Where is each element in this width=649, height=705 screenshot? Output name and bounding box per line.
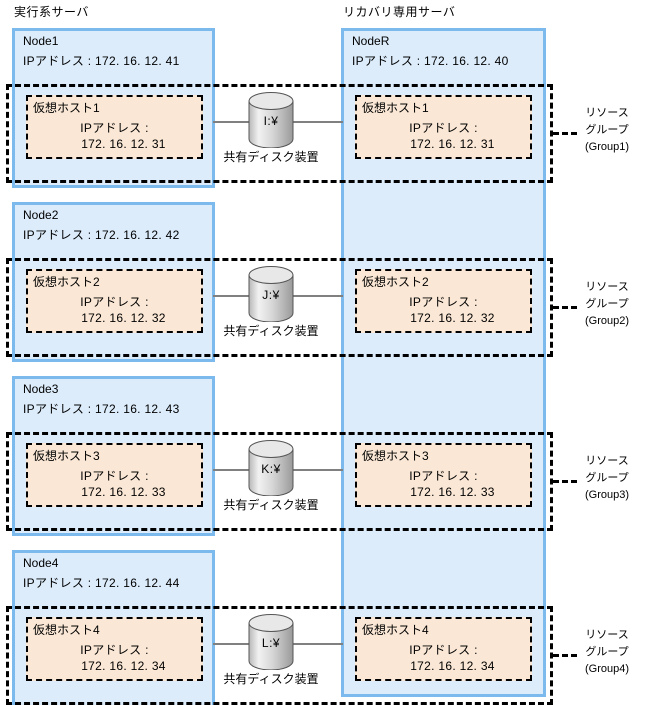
recovery-virtual-host-ip-label-3: IPアドレス : — [409, 469, 478, 483]
resource-group-label-2: リソース グループ (Group2) — [569, 279, 645, 330]
node-ip-4: IPアドレス : 172. 16. 12. 44 — [23, 576, 180, 590]
disk-drive-label-3: K:¥ — [261, 462, 281, 476]
recovery-virtual-host-ip-label-1: IPアドレス : — [409, 121, 478, 135]
recovery-virtual-host-box-1[interactable]: 仮想ホスト1 IPアドレス : 172. 16. 12. 31 — [355, 95, 532, 159]
resource-group-label-3-line3: (Group3) — [584, 489, 630, 501]
resource-group-label-4-line1: リソース — [585, 629, 629, 641]
disk-drive-label-2: J:¥ — [262, 288, 280, 302]
recovery-virtual-host-name-4: 仮想ホスト4 — [362, 623, 429, 637]
disk-connector-left-2 — [213, 295, 251, 297]
shared-disk-icon-3 — [248, 440, 294, 497]
virtual-host-ip-value-2: 172. 16. 12. 32 — [81, 311, 166, 325]
node-ip-3: IPアドレス : 172. 16. 12. 43 — [23, 402, 180, 416]
virtual-host-ip-value-3: 172. 16. 12. 33 — [81, 485, 166, 499]
virtual-host-ip-value-4: 172. 16. 12. 34 — [81, 659, 166, 673]
disk-caption-4: 共有ディスク装置 — [223, 672, 319, 686]
recovery-node-ip: IPアドレス : 172. 16. 12. 40 — [352, 54, 509, 68]
resource-group-label-4-line2: グループ — [585, 646, 629, 658]
resource-group-leader-4 — [553, 654, 577, 657]
disk-connector-right-2 — [291, 295, 343, 297]
node-title-3: Node3 — [23, 382, 59, 396]
active-server-header: 実行系サーバ — [14, 5, 89, 19]
recovery-virtual-host-ip-value-1: 172. 16. 12. 31 — [410, 137, 495, 151]
recovery-virtual-host-ip-value-4: 172. 16. 12. 34 — [410, 659, 495, 673]
resource-group-label-1-line3: (Group1) — [584, 141, 630, 153]
disk-connector-left-1 — [213, 121, 251, 123]
node-title-1: Node1 — [23, 34, 59, 48]
recovery-virtual-host-ip-label-2: IPアドレス : — [409, 295, 478, 309]
virtual-host-name-2: 仮想ホスト2 — [33, 275, 100, 289]
resource-group-label-2-line3: (Group2) — [584, 315, 630, 327]
shared-disk-icon-2 — [248, 266, 294, 323]
virtual-host-box-4[interactable]: 仮想ホスト4 IPアドレス : 172. 16. 12. 34 — [26, 617, 203, 681]
virtual-host-ip-label-4: IPアドレス : — [80, 643, 149, 657]
resource-group-label-4-line3: (Group4) — [584, 663, 630, 675]
recovery-node-title: NodeR — [352, 34, 390, 48]
resource-group-label-1: リソース グループ (Group1) — [569, 105, 645, 156]
virtual-host-ip-value-1: 172. 16. 12. 31 — [81, 137, 166, 151]
disk-connector-right-3 — [291, 469, 343, 471]
recovery-virtual-host-ip-value-3: 172. 16. 12. 33 — [410, 485, 495, 499]
disk-caption-2: 共有ディスク装置 — [223, 324, 319, 338]
shared-disk-icon-1 — [248, 92, 294, 149]
node-title-2: Node2 — [23, 208, 59, 222]
recovery-virtual-host-box-3[interactable]: 仮想ホスト3 IPアドレス : 172. 16. 12. 33 — [355, 443, 532, 507]
virtual-host-name-4: 仮想ホスト4 — [33, 623, 100, 637]
disk-connector-right-4 — [291, 643, 343, 645]
virtual-host-name-3: 仮想ホスト3 — [33, 449, 100, 463]
recovery-server-header: リカバリ専用サーバ — [343, 5, 456, 19]
resource-group-label-2-line2: グループ — [585, 298, 629, 310]
virtual-host-ip-label-3: IPアドレス : — [80, 469, 149, 483]
resource-group-leader-2 — [553, 306, 577, 309]
recovery-virtual-host-name-1: 仮想ホスト1 — [362, 101, 429, 115]
recovery-virtual-host-box-4[interactable]: 仮想ホスト4 IPアドレス : 172. 16. 12. 34 — [355, 617, 532, 681]
disk-caption-3: 共有ディスク装置 — [223, 498, 319, 512]
shared-disk-icon-4 — [248, 614, 294, 671]
disk-connector-left-4 — [213, 643, 251, 645]
disk-connector-right-1 — [291, 121, 343, 123]
virtual-host-box-3[interactable]: 仮想ホスト3 IPアドレス : 172. 16. 12. 33 — [26, 443, 203, 507]
resource-group-label-1-line1: リソース — [585, 107, 629, 119]
disk-caption-1: 共有ディスク装置 — [223, 150, 319, 164]
virtual-host-box-1[interactable]: 仮想ホスト1 IPアドレス : 172. 16. 12. 31 — [26, 95, 203, 159]
virtual-host-ip-label-1: IPアドレス : — [80, 121, 149, 135]
resource-group-label-3-line1: リソース — [585, 455, 629, 467]
node-ip-1: IPアドレス : 172. 16. 12. 41 — [23, 54, 180, 68]
recovery-virtual-host-name-3: 仮想ホスト3 — [362, 449, 429, 463]
virtual-host-ip-label-2: IPアドレス : — [80, 295, 149, 309]
resource-group-label-3: リソース グループ (Group3) — [569, 453, 645, 504]
virtual-host-box-2[interactable]: 仮想ホスト2 IPアドレス : 172. 16. 12. 32 — [26, 269, 203, 333]
resource-group-label-4: リソース グループ (Group4) — [569, 627, 645, 678]
disk-drive-label-1: I:¥ — [263, 114, 279, 128]
disk-drive-label-4: L:¥ — [261, 636, 281, 650]
virtual-host-name-1: 仮想ホスト1 — [33, 101, 100, 115]
disk-connector-left-3 — [213, 469, 251, 471]
resource-group-label-1-line2: グループ — [585, 124, 629, 136]
resource-group-label-3-line2: グループ — [585, 472, 629, 484]
recovery-virtual-host-ip-value-2: 172. 16. 12. 32 — [410, 311, 495, 325]
node-title-4: Node4 — [23, 556, 59, 570]
resource-group-label-2-line1: リソース — [585, 281, 629, 293]
node-ip-2: IPアドレス : 172. 16. 12. 42 — [23, 228, 180, 242]
resource-group-leader-1 — [553, 132, 577, 135]
recovery-virtual-host-box-2[interactable]: 仮想ホスト2 IPアドレス : 172. 16. 12. 32 — [355, 269, 532, 333]
resource-group-leader-3 — [553, 480, 577, 483]
recovery-virtual-host-ip-label-4: IPアドレス : — [409, 643, 478, 657]
recovery-virtual-host-name-2: 仮想ホスト2 — [362, 275, 429, 289]
